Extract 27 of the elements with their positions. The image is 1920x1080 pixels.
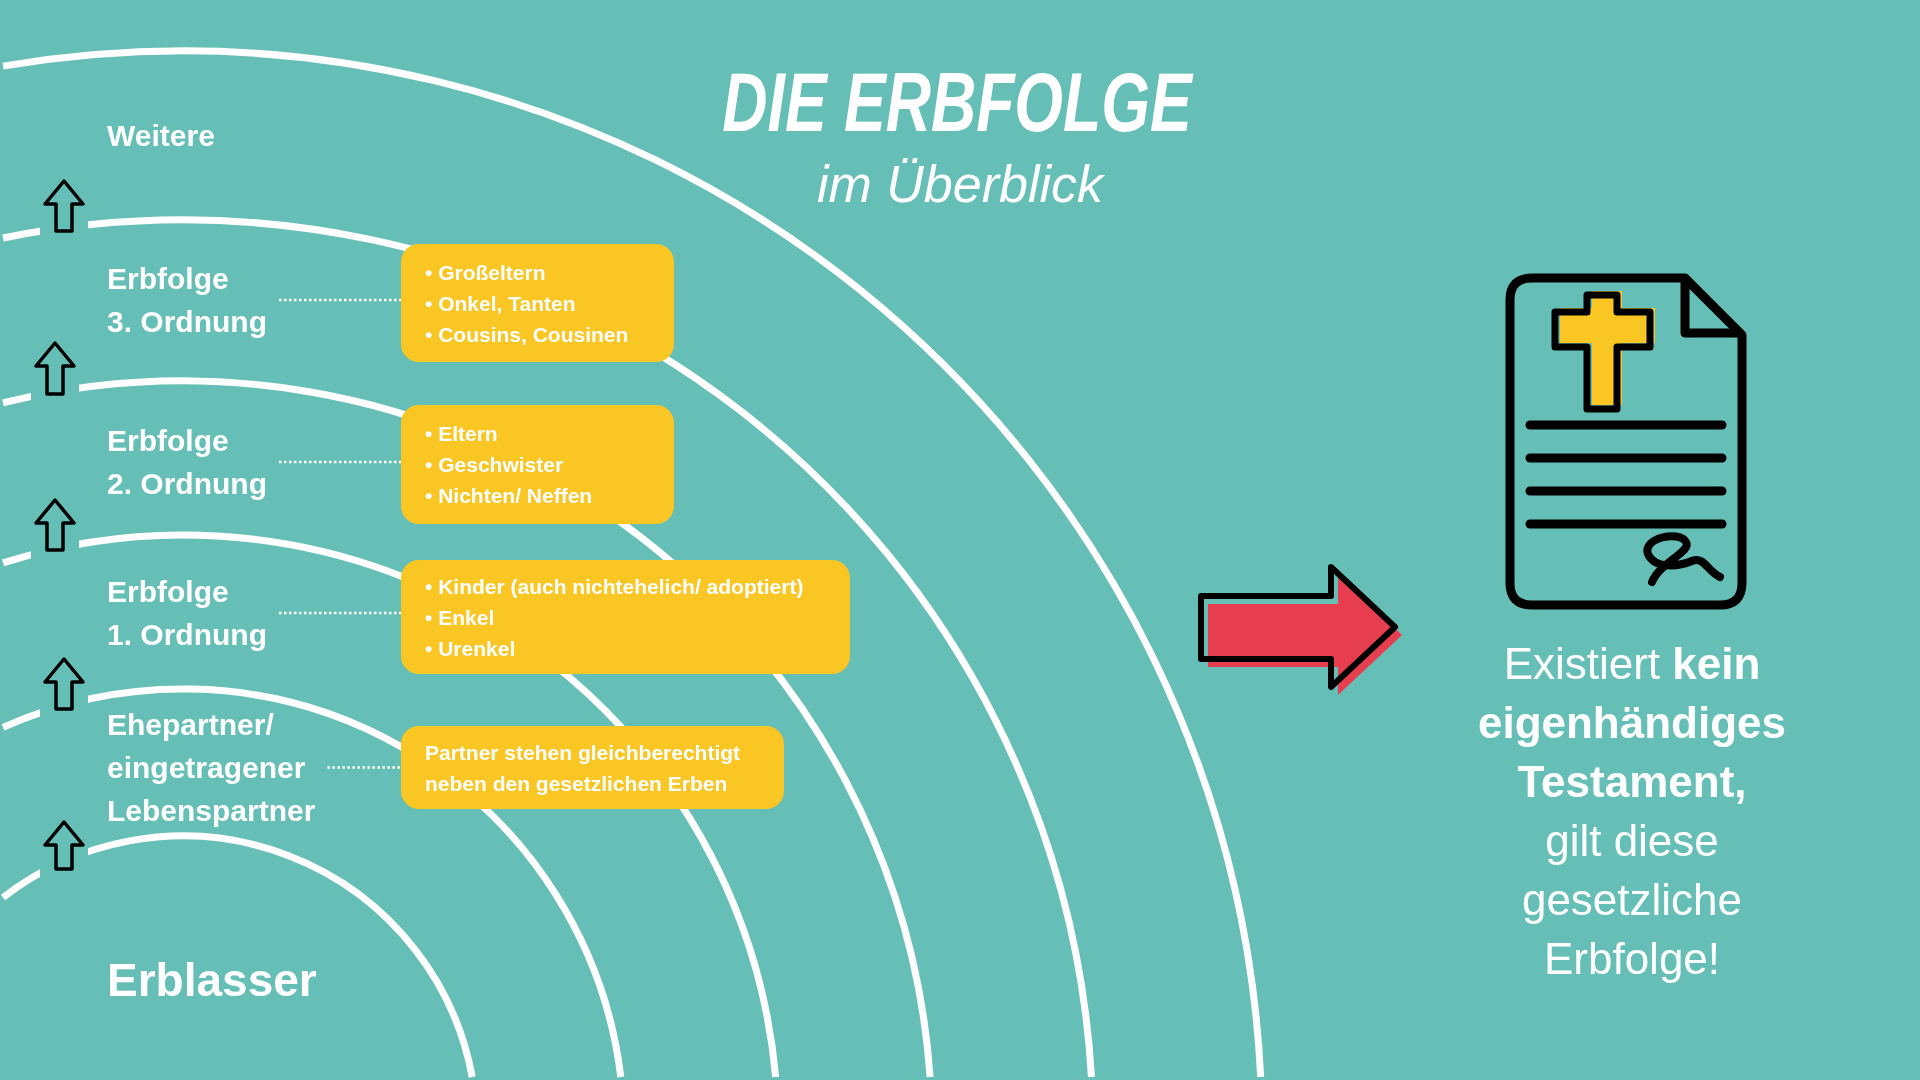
center-label: Erblasser xyxy=(107,953,317,1008)
ring-label: Erbfolge 1. Ordnung xyxy=(107,570,279,656)
ring-label: Erbfolge 3. Ordnung xyxy=(107,257,279,343)
list-item: • Onkel, Tanten xyxy=(425,290,576,317)
ring-label: Weitere xyxy=(107,118,215,154)
leader-line xyxy=(279,460,401,464)
info-box xyxy=(401,405,674,524)
list-item: • Nichten/ Neffen xyxy=(425,483,593,509)
list-item: • Eltern xyxy=(425,421,498,447)
info-box xyxy=(401,244,674,362)
leader-line xyxy=(279,611,401,615)
list-item: • Urenkel xyxy=(425,635,516,662)
list-item: • Geschwister xyxy=(425,452,564,478)
info-text: Partner stehen gleichberechtigt neben den gesetzlichen Erben xyxy=(425,739,742,797)
list-item: • Großeltern xyxy=(425,259,546,286)
conclusion-text: Existiert kein eigenhändiges Testament, gilt diese gesetzliche Erbfolge! xyxy=(1476,638,1788,985)
list-item: • Enkel xyxy=(425,604,495,631)
ring-label: Erbfolge 2. Ordnung xyxy=(107,419,279,505)
info-box xyxy=(401,726,784,809)
ring-label: Ehepartner/ eingetragener Lebenspartner xyxy=(107,703,328,832)
info-box xyxy=(401,560,850,674)
list-item: • Kinder (auch nichtehelich/ adoptiert) xyxy=(425,573,804,600)
subtitle: im Überblick xyxy=(816,158,1104,210)
leader-line xyxy=(279,298,401,302)
list-item: • Cousins, Cousinen xyxy=(425,321,629,348)
leader-line xyxy=(327,766,401,769)
title: DIE ERBFOLGE xyxy=(722,60,1192,144)
